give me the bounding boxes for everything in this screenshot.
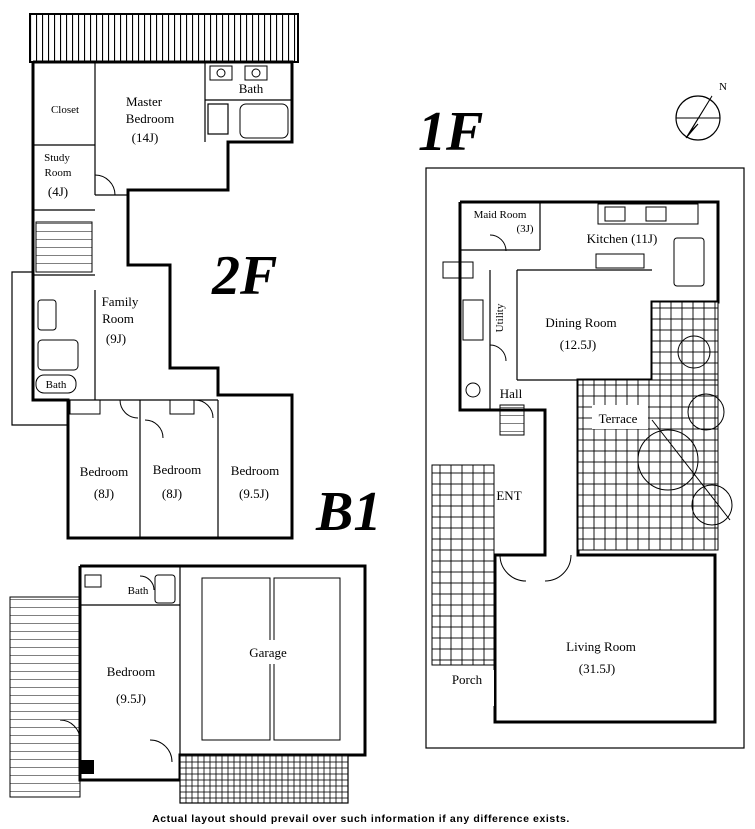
stove-icon bbox=[604, 206, 626, 222]
living-room-size: (31.5J) bbox=[579, 661, 615, 676]
stair-fixture bbox=[442, 261, 474, 279]
terrace-tiles bbox=[651, 301, 719, 381]
terrace-label-bg bbox=[592, 405, 648, 429]
utility-fixture bbox=[462, 299, 484, 341]
door-swing bbox=[144, 419, 164, 439]
balcony-outline bbox=[11, 271, 68, 426]
garage-label: Garage bbox=[249, 645, 287, 660]
compass-arrow-icon bbox=[685, 95, 713, 139]
kitchen-counter bbox=[597, 203, 699, 225]
closet-label: Closet bbox=[51, 104, 79, 116]
porch-label: Porch bbox=[452, 672, 483, 687]
sink-fixture bbox=[244, 65, 268, 81]
study-room-size: (4J) bbox=[48, 184, 68, 199]
door-swing bbox=[94, 174, 116, 196]
toilet bbox=[465, 382, 481, 398]
maid-room-size: (3J) bbox=[516, 223, 533, 235]
door-swing bbox=[59, 719, 81, 741]
master-bedroom-label-1: Master bbox=[126, 94, 163, 109]
compass-letter: N bbox=[719, 81, 727, 93]
door-swing bbox=[119, 399, 139, 419]
bedroom-3-label: Bedroom bbox=[231, 463, 279, 478]
sink-fixture bbox=[216, 68, 226, 78]
bathtub bbox=[37, 339, 79, 371]
sink-fixture bbox=[84, 574, 102, 588]
porch-label-bg bbox=[436, 670, 494, 706]
family-room-label-1: Family bbox=[102, 294, 139, 309]
porch-tiles bbox=[431, 464, 495, 666]
family-room-size: (9J) bbox=[106, 331, 126, 346]
dining-room-label: Dining Room bbox=[545, 315, 616, 330]
living-room-label: Living Room bbox=[566, 639, 636, 654]
toilet bbox=[37, 299, 57, 331]
sink-fixture bbox=[251, 68, 261, 78]
roof-hatch bbox=[29, 13, 299, 63]
kitchen-counter bbox=[595, 253, 645, 269]
bedroom-1-size: (8J) bbox=[94, 486, 114, 501]
bathtub bbox=[239, 103, 289, 139]
closet-fixture bbox=[69, 399, 101, 415]
terrace-line bbox=[651, 419, 731, 521]
terrace-label: Terrace bbox=[599, 411, 638, 426]
bedroom-3-size: (9.5J) bbox=[239, 486, 269, 501]
family-room-label-2: Room bbox=[102, 311, 134, 326]
b1-stairs bbox=[9, 596, 81, 798]
site-boundary bbox=[425, 167, 745, 749]
b1-bedroom-size: (9.5J) bbox=[116, 691, 146, 706]
door-swing bbox=[139, 575, 155, 591]
sink-icon bbox=[645, 206, 667, 222]
floor-b1-title: B1 bbox=[315, 481, 381, 543]
disclaimer-text: Actual layout should prevail over such i… bbox=[152, 813, 570, 825]
bedroom-2-label: Bedroom bbox=[153, 462, 201, 477]
dining-room-size: (12.5J) bbox=[560, 337, 596, 352]
kitchen-island bbox=[673, 237, 705, 287]
tree-icon bbox=[691, 484, 733, 526]
floor-1f-title: 1F bbox=[418, 101, 483, 163]
stairs-2f bbox=[35, 221, 93, 273]
door-swing bbox=[499, 554, 527, 582]
hall-label: Hall bbox=[500, 386, 523, 401]
walls-2f bbox=[31, 60, 294, 540]
door-swing bbox=[489, 234, 507, 252]
study-room-label-1: Study bbox=[44, 152, 70, 164]
tree-icon bbox=[637, 429, 699, 491]
bedroom-1-label: Bedroom bbox=[80, 464, 128, 479]
garage-label-bg bbox=[240, 640, 296, 664]
floor-b1: Bath Bedroom (9.5J) Garage B1 bbox=[9, 481, 381, 804]
master-bedroom-label-2: Bedroom bbox=[126, 111, 174, 126]
door-swing bbox=[489, 344, 507, 362]
pillar bbox=[80, 760, 94, 774]
door-swing bbox=[149, 739, 173, 763]
study-room-label-2: Room bbox=[45, 167, 72, 179]
floor-1f: Maid Room (3J) Kitchen (11J) Utility Din… bbox=[418, 81, 745, 749]
floor-2f-title: 2F bbox=[211, 245, 277, 307]
bathtub bbox=[154, 574, 176, 604]
table-icon bbox=[677, 335, 711, 369]
toilet bbox=[207, 103, 229, 135]
tree-icon bbox=[687, 393, 725, 431]
entrance-label: ENT bbox=[496, 488, 521, 503]
bath-west-label: Bath bbox=[46, 379, 67, 391]
door-swing bbox=[194, 399, 214, 419]
compass: N bbox=[675, 81, 727, 141]
b1-bath-label: Bath bbox=[128, 585, 149, 597]
maid-room-label: Maid Room bbox=[474, 209, 527, 221]
b1-bedroom-label: Bedroom bbox=[107, 664, 155, 679]
utility-label: Utility bbox=[494, 303, 506, 332]
bath-label: Bath bbox=[239, 81, 264, 96]
stairs-1f bbox=[499, 404, 525, 436]
kitchen-label: Kitchen (11J) bbox=[587, 231, 658, 246]
master-bedroom-size: (14J) bbox=[132, 130, 159, 145]
bedroom-2-size: (8J) bbox=[162, 486, 182, 501]
floor-2f: Master Bedroom (14J) Bath Closet Study R… bbox=[11, 13, 299, 540]
bath-west-badge bbox=[35, 374, 77, 394]
door-swing bbox=[544, 554, 572, 582]
garage-ramp bbox=[179, 754, 349, 804]
sink-fixture bbox=[209, 65, 233, 81]
closet-fixture bbox=[169, 399, 195, 415]
